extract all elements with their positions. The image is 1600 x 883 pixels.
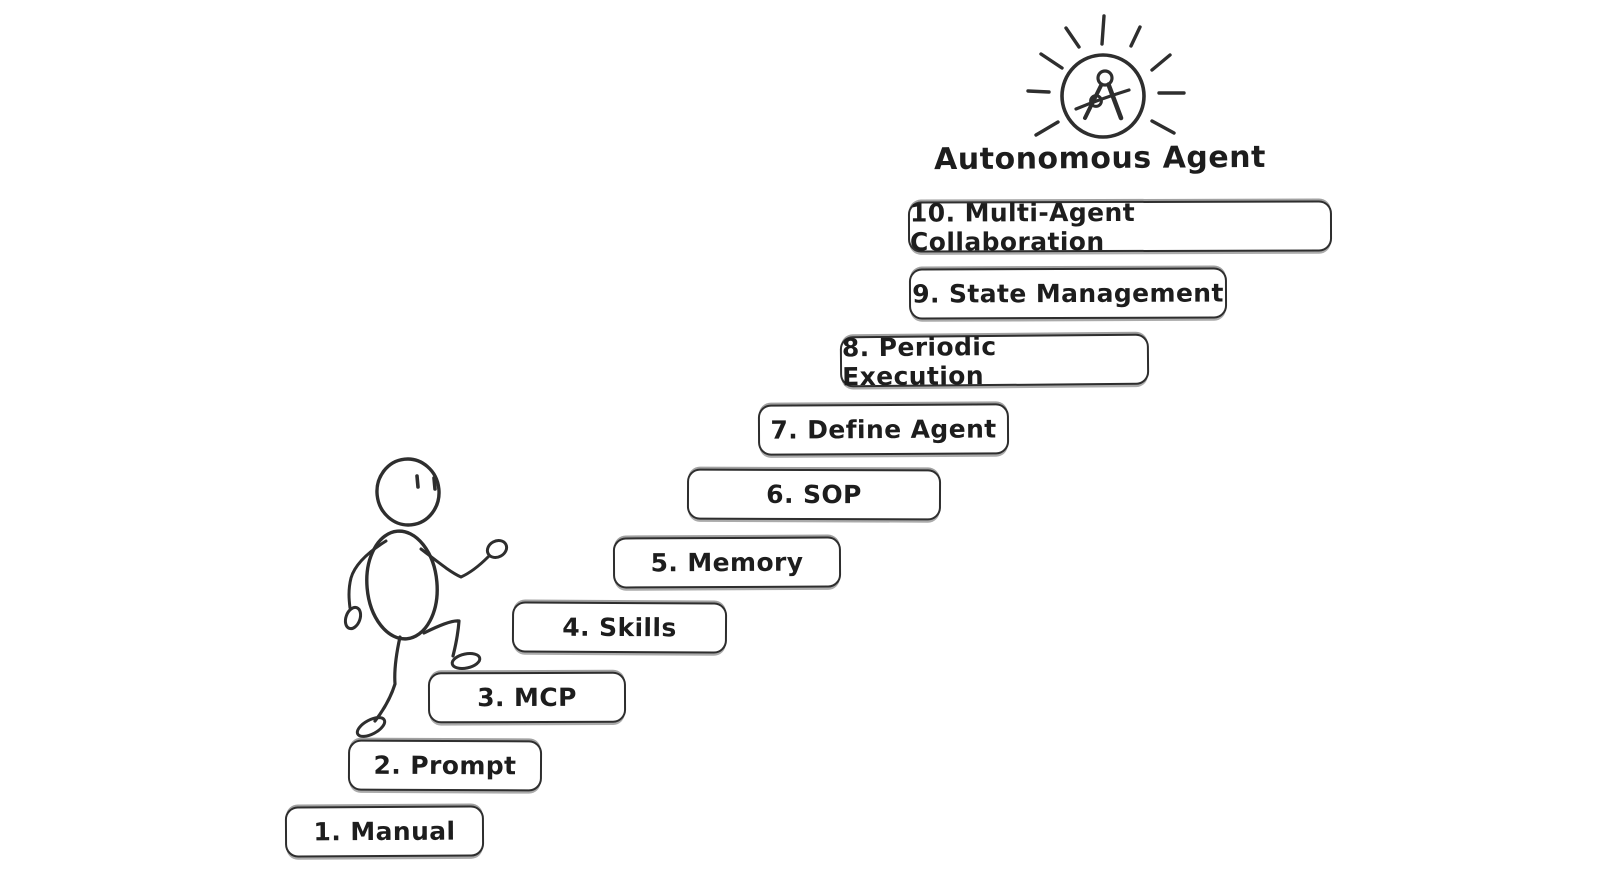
compass-icon	[1076, 71, 1129, 118]
step-10-multi-agent-collaboration: 10. Multi-Agent Collaboration	[907, 197, 1333, 256]
step-8-periodic-execution: 8. Periodic Execution	[839, 331, 1150, 391]
figure-eyes	[417, 476, 435, 489]
step-label: 7. Define Agent	[770, 414, 997, 445]
figure-right-arm	[421, 549, 488, 577]
step-label: 10. Multi-Agent Collaboration	[909, 197, 1136, 257]
figure-head	[374, 456, 443, 528]
step-6-sop: 6. SOP	[686, 468, 942, 521]
step-label: 8. Periodic Execution	[841, 331, 997, 391]
sun-circle	[1062, 55, 1144, 137]
figure-left-hand	[343, 605, 364, 630]
figure-raised-foot	[451, 651, 481, 671]
stick-figure-icon	[310, 440, 540, 750]
figure-left-arm	[349, 541, 386, 608]
step-label: 1. Manual	[313, 816, 456, 847]
step-7-define-agent: 7. Define Agent	[757, 403, 1010, 456]
step-label: 5. Memory	[650, 547, 804, 578]
autonomous-agent-title: Autonomous Agent	[933, 139, 1266, 178]
step-label: 9. State Management	[912, 278, 1224, 309]
figure-standing-leg	[375, 637, 400, 721]
step-label: 6. SOP	[766, 479, 862, 510]
figure-raised-leg	[424, 621, 459, 656]
step-label: 4. Skills	[562, 612, 677, 643]
figure-body	[362, 528, 441, 642]
step-4-skills: 4. Skills	[511, 601, 728, 654]
figure-right-hand	[484, 537, 509, 561]
sun-rays	[1028, 16, 1184, 135]
step-1-manual: 1. Manual	[284, 805, 485, 858]
step-label: 2. Prompt	[373, 750, 517, 781]
figure-standing-foot	[354, 714, 387, 740]
step-5-memory: 5. Memory	[612, 536, 842, 589]
step-9-state-management: 9. State Management	[908, 267, 1228, 320]
compass-burst-icon	[1010, 8, 1210, 158]
